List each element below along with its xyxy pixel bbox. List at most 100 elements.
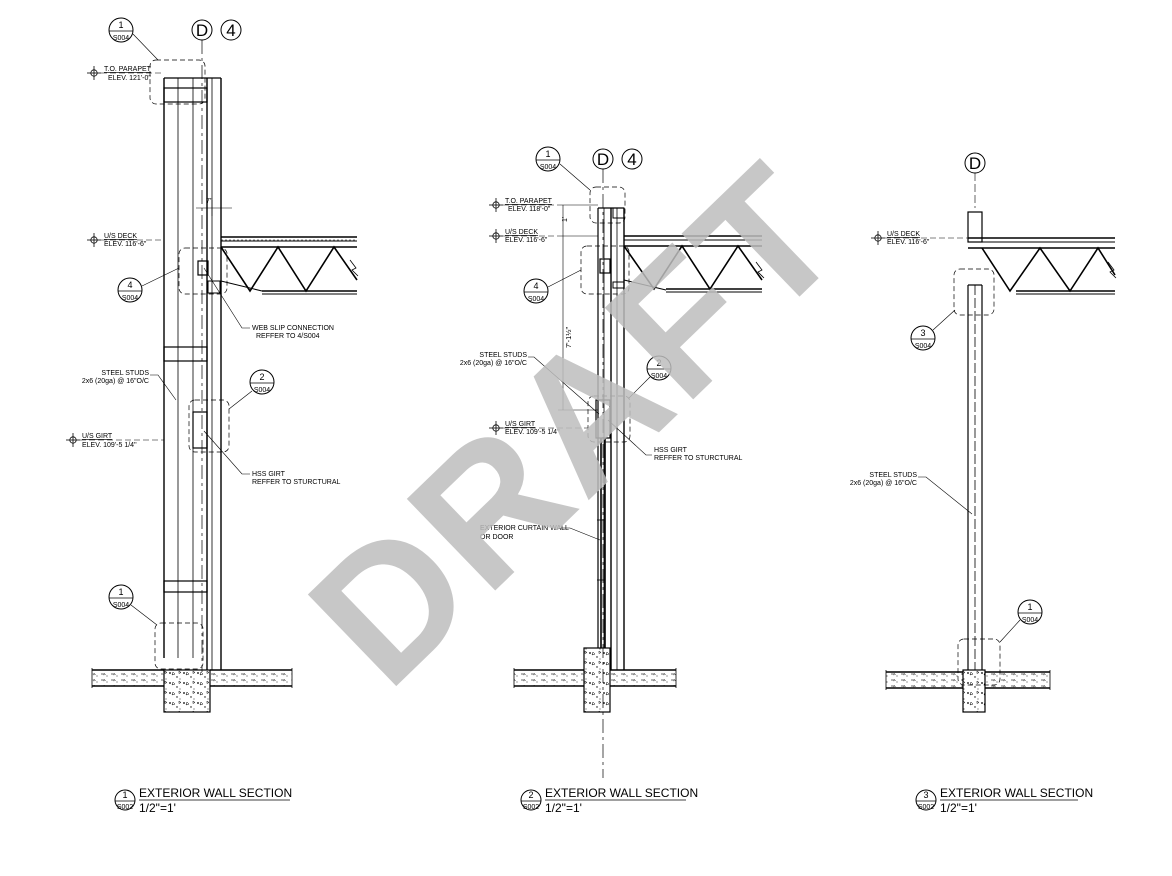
elevation-deck-3: U/S DECK ELEV. 116'-6" [871,231,968,246]
svg-text:S004: S004 [1022,617,1038,624]
svg-text:U/S GIRT: U/S GIRT [505,421,536,428]
svg-text:S004: S004 [528,296,544,303]
note-steel-studs-3: STEEL STUDS 2x6 (20ga) @ 16"O/C [850,472,973,515]
svg-text:ELEV. 116'-6": ELEV. 116'-6" [887,239,930,246]
svg-text:1: 1 [1027,602,1032,612]
callout-detail-1-base: 1 S004 [108,584,158,626]
svg-text:EXTERIOR WALL SECTION: EXTERIOR WALL SECTION [940,786,1093,800]
svg-text:1: 1 [122,790,127,800]
note-curtain-wall-2: EXTERIOR CURTAIN WALL OR DOOR [480,525,601,541]
svg-text:U/S DECK: U/S DECK [104,233,137,240]
svg-text:3: 3 [923,790,928,800]
elevation-deck-1: U/S DECK ELEV. 116'-6" [87,233,164,248]
elevation-deck-2: U/S DECK ELEV. 116'-6" [489,229,558,244]
svg-text:ELEV. 109'-5 1/4": ELEV. 109'-5 1/4" [82,442,137,449]
svg-text:D: D [196,21,208,40]
svg-text:1/2"=1': 1/2"=1' [940,801,977,815]
svg-text:U/S GIRT: U/S GIRT [82,433,113,440]
wall-section-3: D U/S DECK ELEV. 116'-6" STEEL STUDS 2x6… [850,152,1117,815]
svg-text:S004: S004 [254,387,270,394]
svg-text:HSS GIRT: HSS GIRT [252,471,286,478]
svg-text:OR DOOR: OR DOOR [480,534,513,541]
svg-text:4: 4 [226,21,235,40]
svg-text:4: 4 [533,281,538,291]
svg-text:D: D [969,154,981,173]
svg-text:S002: S002 [523,804,539,811]
svg-text:2x6 (20ga) @ 16"O/C: 2x6 (20ga) @ 16"O/C [850,480,917,487]
wall-section-2: D 4 1' 7'-1½" [460,146,765,815]
svg-text:EXTERIOR WALL SECTION: EXTERIOR WALL SECTION [139,786,292,800]
callout-detail-2: 2 S004 [228,369,275,410]
svg-text:STEEL STUDS: STEEL STUDS [101,370,149,377]
view-title-1: 1 S002 EXTERIOR WALL SECTION 1/2"=1' [114,786,292,815]
svg-text:U/S DECK: U/S DECK [887,231,920,238]
svg-text:2x6 (20ga) @ 16"O/C: 2x6 (20ga) @ 16"O/C [82,378,149,385]
svg-text:S004: S004 [113,35,129,42]
svg-text:S004: S004 [122,295,138,302]
callout-detail-1-base: 1 S004 [999,599,1043,643]
svg-text:S004: S004 [113,602,129,609]
elevation-parapet-1: T.O. PARAPET ELEV. 121'-0" [87,66,164,82]
svg-text:ELEV. 118'-0": ELEV. 118'-0" [508,206,551,213]
grid-bubble-4: 4 [220,19,242,41]
svg-text:T.O. PARAPET: T.O. PARAPET [505,198,553,205]
svg-text:STEEL STUDS: STEEL STUDS [869,472,917,479]
elevation-parapet-2: T.O. PARAPET ELEV. 118'-0" [489,198,558,213]
svg-text:D: D [597,150,609,169]
elevation-girt-2: U/S GIRT ELEV. 109'-5 1/4" [489,421,588,436]
svg-text:REFFER TO STURCTURAL: REFFER TO STURCTURAL [654,455,743,462]
svg-text:1': 1' [562,217,569,222]
svg-text:T.O. PARAPET: T.O. PARAPET [104,66,152,73]
svg-text:ELEV. 116'-6": ELEV. 116'-6" [505,237,548,244]
svg-text:4: 4 [127,280,132,290]
svg-text:4: 4 [627,150,636,169]
svg-text:7'-1½": 7'-1½" [564,326,573,348]
grid-bubble-4: 4 [621,148,643,170]
svg-text:7": 7" [206,198,213,205]
svg-text:ELEV. 109'-5 1/4": ELEV. 109'-5 1/4" [505,429,560,436]
note-web-slip-1: WEB SLIP CONNECTION REFFER TO 4/S004 [203,267,334,340]
svg-text:REFFER TO STURCTURAL: REFFER TO STURCTURAL [252,479,341,486]
svg-text:2: 2 [656,358,661,368]
callout-detail-3: 3 S004 [910,309,956,351]
callout-detail-2: 2 S004 [628,355,672,399]
svg-text:2x6 (20ga) @ 16"O/C: 2x6 (20ga) @ 16"O/C [460,360,527,367]
svg-text:1: 1 [545,149,550,159]
svg-text:S004: S004 [651,373,667,380]
callout-detail-4: 4 S004 [523,269,582,304]
svg-text:1: 1 [118,20,123,30]
svg-text:S004: S004 [540,164,556,171]
svg-text:2: 2 [528,790,533,800]
view-title-3: 3 S002 EXTERIOR WALL SECTION 1/2"=1' [915,786,1093,815]
svg-text:STEEL STUDS: STEEL STUDS [479,352,527,359]
note-steel-studs-2: STEEL STUDS 2x6 (20ga) @ 16"O/C [460,352,600,415]
svg-text:EXTERIOR CURTAIN WALL: EXTERIOR CURTAIN WALL [480,525,569,532]
svg-text:1: 1 [118,587,123,597]
svg-text:1/2"=1': 1/2"=1' [139,801,176,815]
svg-text:HSS GIRT: HSS GIRT [654,447,688,454]
note-hss-girt-1: HSS GIRT REFFER TO STURCTURAL [203,430,341,486]
note-hss-girt-2: HSS GIRT REFFER TO STURCTURAL [607,419,743,462]
callout-detail-1-top: 1 S004 [535,146,591,191]
draft-watermark: DRAFT [272,126,880,724]
svg-text:ELEV. 121'-0": ELEV. 121'-0" [108,75,151,82]
svg-text:S002: S002 [117,804,133,811]
callout-detail-1-top: 1 S004 [108,17,159,61]
svg-text:1/2"=1': 1/2"=1' [545,801,582,815]
wall-section-1: D 4 7" T.O. P [66,17,359,815]
grid-bubble-d: D [191,19,213,41]
grid-bubble-d: D [592,148,614,170]
svg-text:3: 3 [920,328,925,338]
grid-bubble-d: D [964,152,986,174]
svg-text:ELEV. 116'-6": ELEV. 116'-6" [104,241,147,248]
svg-text:S004: S004 [915,343,931,350]
svg-text:S002: S002 [918,804,934,811]
note-steel-studs-1: STEEL STUDS 2x6 (20ga) @ 16"O/C [82,370,177,401]
elevation-girt-1: U/S GIRT ELEV. 109'-5 1/4" [66,433,164,449]
svg-text:WEB SLIP CONNECTION: WEB SLIP CONNECTION [252,325,334,332]
callout-detail-4: 4 S004 [117,267,180,303]
svg-text:2: 2 [259,372,264,382]
svg-text:EXTERIOR WALL SECTION: EXTERIOR WALL SECTION [545,786,698,800]
view-title-2: 2 S002 EXTERIOR WALL SECTION 1/2"=1' [520,786,698,815]
